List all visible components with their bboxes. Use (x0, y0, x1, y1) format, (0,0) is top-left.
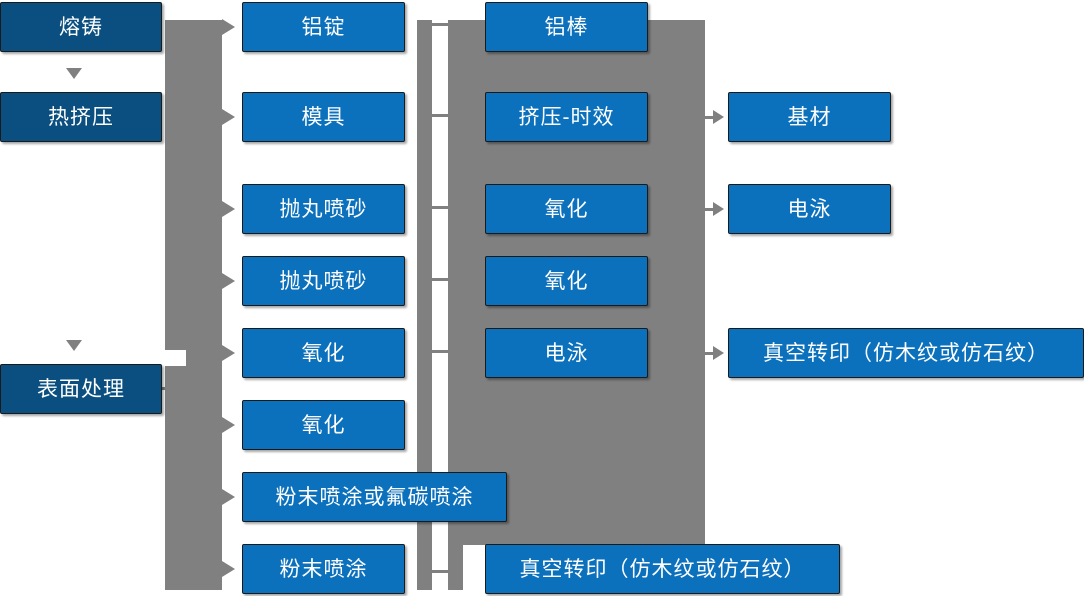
process-box-mould[interactable]: 模具 (242, 92, 405, 142)
band-arrow-5 (222, 345, 235, 361)
process-box-shot-blasting-1[interactable]: 抛丸喷砂 (242, 184, 405, 234)
process-box-powder-or-fluorocarbon-coating[interactable]: 粉末喷涂或氟碳喷涂 (242, 472, 507, 522)
process-label-mould: 模具 (301, 105, 346, 129)
left-band-notch (162, 350, 186, 366)
process-box-shot-blasting-2[interactable]: 抛丸喷砂 (242, 256, 405, 306)
process-box-substrate[interactable]: 基材 (728, 92, 891, 142)
process-box-oxidation-c3-1[interactable]: 氧化 (485, 184, 648, 234)
out-arrow-head-1 (713, 110, 724, 124)
process-box-electrophoresis-c3[interactable]: 电泳 (485, 328, 648, 378)
process-box-vacuum-transfer-c4[interactable]: 真空转印（仿木纹或仿石纹） (728, 328, 1084, 378)
surface-treatment-stub (160, 387, 192, 390)
stage-box-hot-extrusion[interactable]: 热挤压 (0, 92, 162, 142)
process-label-electrophoresis-c4: 电泳 (787, 197, 832, 221)
process-label-powder-or-fluorocarbon-coating: 粉末喷涂或氟碳喷涂 (275, 485, 474, 509)
out-arrow-stem-2 (705, 208, 715, 211)
process-label-aluminum-ingot: 铝锭 (301, 15, 346, 39)
process-label-electrophoresis-c3: 电泳 (544, 341, 589, 365)
process-box-vacuum-transfer-c3[interactable]: 真空转印（仿木纹或仿石纹） (485, 544, 840, 594)
tie-line-6 (430, 570, 450, 573)
tie-line-4 (430, 278, 450, 281)
process-label-shot-blasting-2: 抛丸喷砂 (279, 269, 368, 293)
down-arrow-melting-to-extrusion (66, 68, 82, 79)
out-arrow-stem-3 (705, 352, 715, 355)
band-arrow-2 (222, 109, 235, 125)
process-label-oxidation-c2-2: 氧化 (301, 413, 346, 437)
process-label-vacuum-transfer-c3: 真空转印（仿木纹或仿石纹） (519, 557, 806, 581)
stage-label-surface-treatment: 表面处理 (37, 377, 125, 401)
process-box-aluminum-ingot[interactable]: 铝锭 (242, 2, 405, 52)
band-arrow-8 (222, 561, 235, 577)
process-label-extrusion-aging: 挤压-时效 (518, 105, 615, 129)
tie-line-1 (430, 23, 450, 26)
middle-thin-bar (417, 20, 432, 590)
process-label-vacuum-transfer-c4: 真空转印（仿木纹或仿石纹） (763, 341, 1049, 365)
process-box-oxidation-c2-2[interactable]: 氧化 (242, 400, 405, 450)
process-box-extrusion-aging[interactable]: 挤压-时效 (485, 92, 648, 142)
wide-region-tail (448, 545, 463, 590)
process-label-shot-blasting-1: 抛丸喷砂 (279, 197, 368, 221)
stage-label-hot-extrusion: 热挤压 (48, 105, 114, 129)
out-arrow-head-2 (713, 202, 724, 216)
band-arrow-7 (222, 489, 235, 505)
process-box-oxidation-c3-2[interactable]: 氧化 (485, 256, 648, 306)
process-label-oxidation-c3-2: 氧化 (544, 269, 589, 293)
process-box-oxidation-c2-1[interactable]: 氧化 (242, 328, 405, 378)
process-box-aluminum-bar[interactable]: 铝棒 (485, 2, 648, 52)
process-label-aluminum-bar: 铝棒 (544, 15, 589, 39)
tie-line-3 (430, 206, 450, 209)
tie-line-2 (430, 114, 450, 117)
left-connector-band (165, 20, 222, 590)
band-arrow-3 (222, 201, 235, 217)
process-label-oxidation-c2-1: 氧化 (301, 341, 346, 365)
band-arrow-4 (222, 273, 235, 289)
down-arrow-extrusion-to-surface (66, 340, 82, 351)
band-arrow-6 (222, 417, 235, 433)
stage-box-melting[interactable]: 熔铸 (0, 2, 162, 52)
out-arrow-stem-1 (705, 116, 715, 119)
process-label-oxidation-c3-1: 氧化 (544, 197, 589, 221)
process-box-powder-coating[interactable]: 粉末喷涂 (242, 544, 405, 594)
tie-line-5 (430, 350, 450, 353)
process-box-electrophoresis-c4[interactable]: 电泳 (728, 184, 891, 234)
stage-label-melting: 熔铸 (59, 15, 103, 39)
out-arrow-head-3 (713, 346, 724, 360)
process-label-substrate: 基材 (787, 105, 832, 129)
band-arrow-1 (222, 19, 235, 35)
stage-box-surface-treatment[interactable]: 表面处理 (0, 364, 162, 414)
process-label-powder-coating: 粉末喷涂 (279, 557, 368, 581)
